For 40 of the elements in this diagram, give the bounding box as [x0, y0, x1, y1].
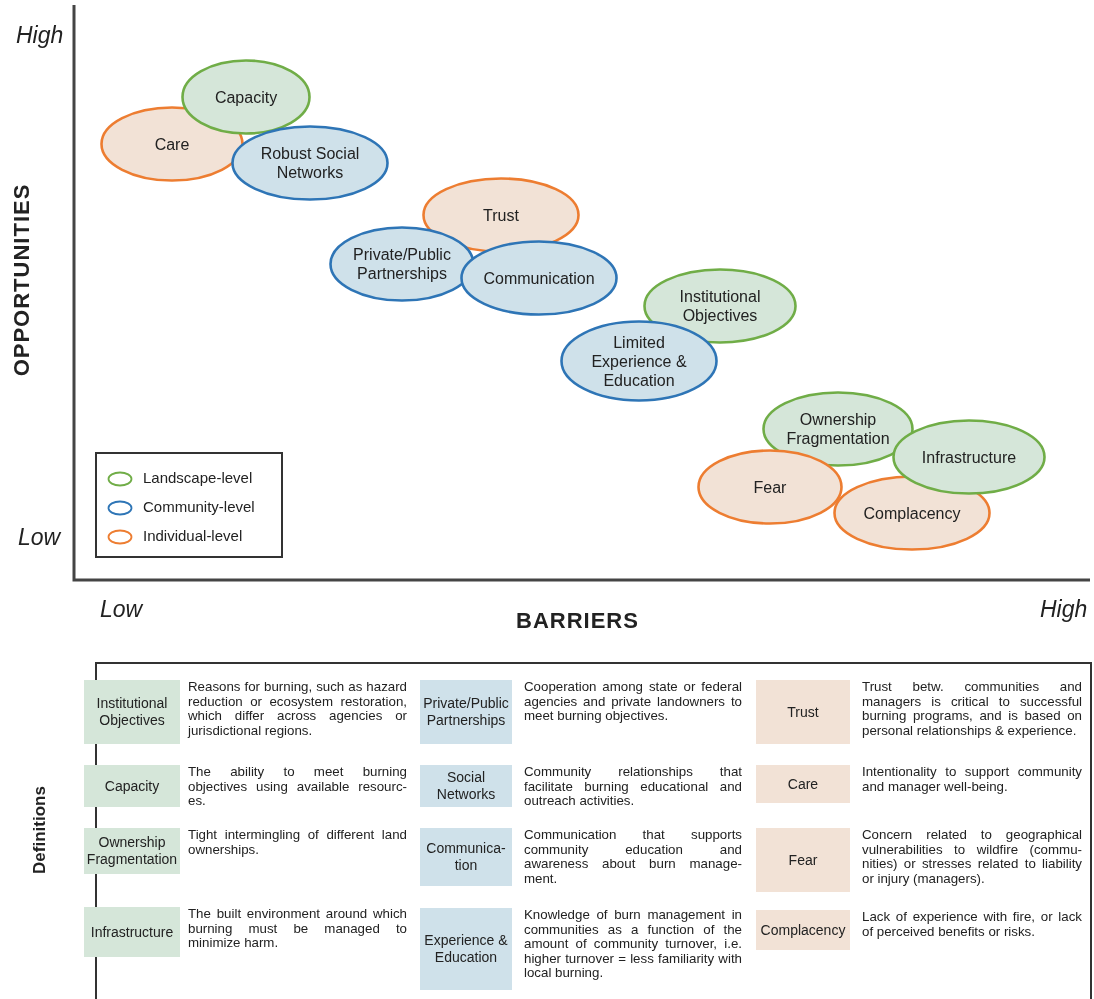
term-tag: Social Networks: [420, 765, 512, 807]
definition-text: Communication that supports community education and awareness about burn manage-ment.: [524, 828, 742, 886]
axis-end-label: High: [1040, 596, 1088, 623]
definition-text: Cooperation among state or federal agencies and private landowners to meet burning objectives.: [524, 680, 742, 724]
panel-heading: Definitions: [30, 786, 50, 874]
term-tag: Infrastructure: [84, 907, 180, 957]
level-ellipse: Private/Public Partnerships: [329, 226, 475, 302]
definition-text: Community relationships that facilitate burning educational and outreach activities.: [524, 765, 742, 809]
axis-title: BARRIERS: [516, 608, 639, 634]
level-ellipse: Communication: [460, 240, 618, 316]
definition-text: The ability to meet burning objectives using available resourc-es.: [188, 765, 407, 809]
legend-label: Community-level: [143, 498, 255, 515]
definition-text: Concern related to geographical vulnerabilities to wildfire (commu-nities) or stresses related to liability or injury (managers).: [862, 828, 1082, 886]
term-tag: Experience & Education: [420, 908, 512, 990]
definition-text: Intentionality to support community and manager well-being.: [862, 765, 1082, 794]
term-tag: Institutional Objectives: [84, 680, 180, 744]
axis-end-label: Low: [18, 524, 61, 551]
axis-end-label: Low: [100, 596, 143, 623]
definition-text: The built environment around which burning must be managed to minimize harm.: [188, 907, 407, 951]
legend-label: Landscape-level: [143, 469, 253, 486]
axis-title: OPPORTUNITIES: [9, 183, 35, 377]
term-tag: Care: [756, 765, 850, 803]
level-ellipse: Robust Social Networks: [231, 125, 389, 201]
term-tag: Communica-tion: [420, 828, 512, 886]
definition-text: Trust betw. communities and managers is critical to successful burning programs, and is based on personal relationships & experience.: [862, 680, 1082, 738]
legend-label: Individual-level: [143, 527, 243, 544]
term-tag: Complacency: [756, 910, 850, 950]
definition-text: Tight intermingling of different land ownerships.: [188, 828, 407, 857]
term-tag: Fear: [756, 828, 850, 892]
definition-text: Reasons for burning, such as hazard reduction or ecosystem restoration, which differ across agencies or jurisdictional regions.: [188, 680, 407, 738]
axis-end-label: High: [16, 22, 64, 49]
definition-text: Knowledge of burn management in communities as a function of the amount of community turnover, i.e. higher turnover = less familiarity with local burning.: [524, 908, 742, 981]
term-tag: Capacity: [84, 765, 180, 807]
term-tag: Ownership Fragmentation: [84, 828, 180, 874]
level-ellipse: Infrastructure: [892, 419, 1046, 495]
term-tag: Private/Public Partnerships: [420, 680, 512, 744]
level-ellipse: Capacity: [181, 59, 311, 135]
term-tag: Trust: [756, 680, 850, 744]
level-ellipse: Fear: [697, 449, 843, 525]
definition-text: Lack of experience with fire, or lack of perceived benefits or risks.: [862, 910, 1082, 939]
